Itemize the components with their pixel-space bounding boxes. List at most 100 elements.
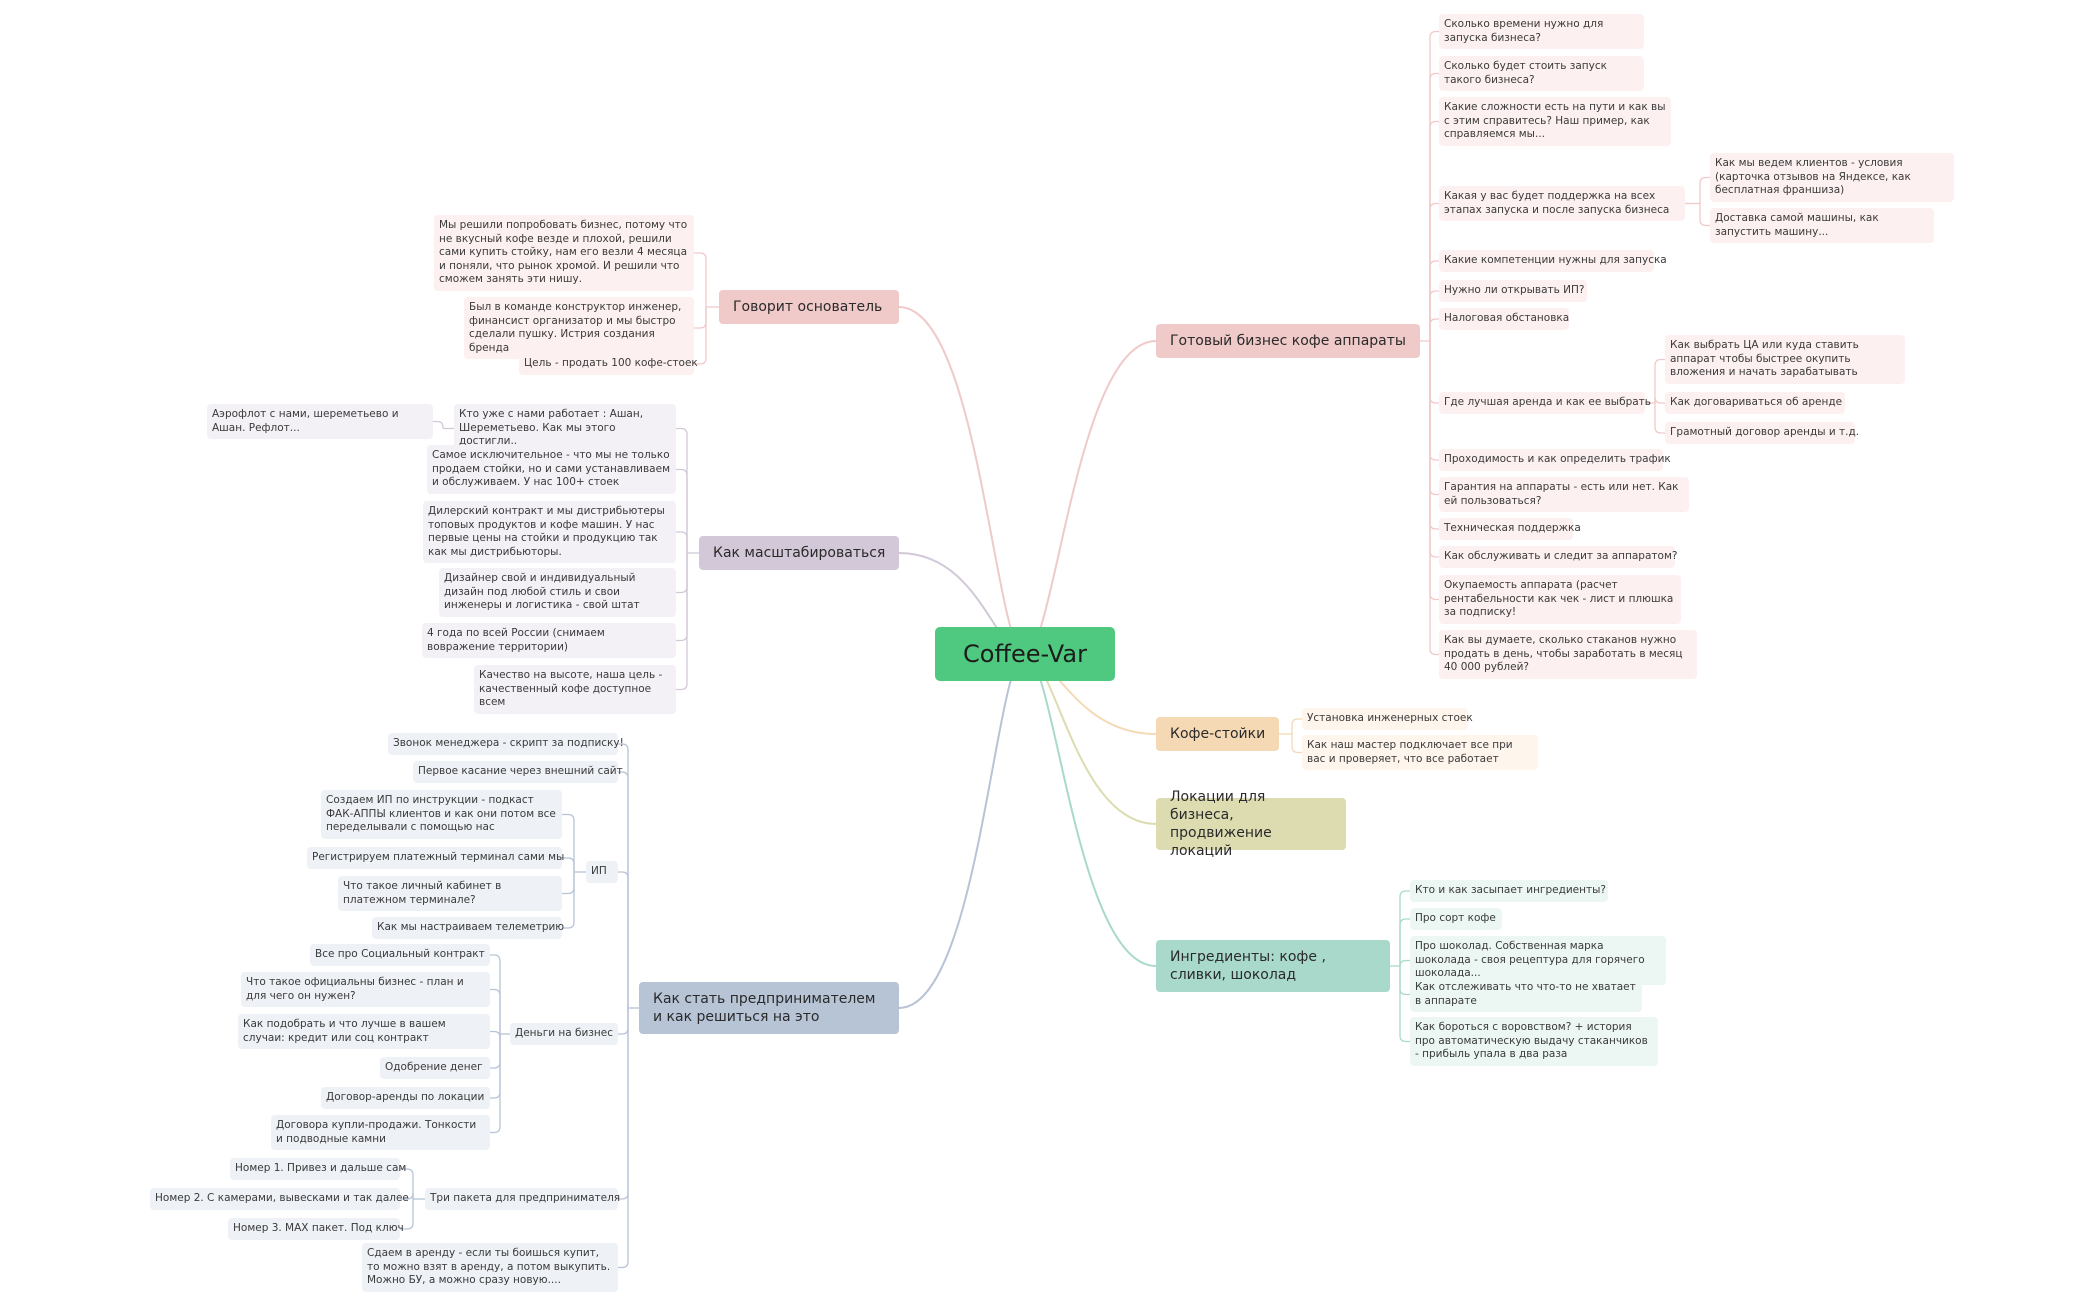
connector (1429, 341, 1439, 558)
money-item[interactable]: Одобрение денег (380, 1057, 490, 1079)
connector (1399, 959, 1410, 967)
branch-business[interactable]: Готовый бизнес кофе аппараты (1156, 324, 1420, 358)
business-item[interactable]: Какие сложности есть на пути и как вы с … (1439, 97, 1671, 146)
connector (490, 1034, 501, 1069)
business-item[interactable]: Как обслуживать и следит за аппаратом? (1439, 546, 1677, 568)
scale-item[interactable]: Дизайнер свой и индивидуальный дизайн по… (439, 568, 676, 617)
connector (1024, 340, 1157, 655)
connector (694, 307, 707, 365)
ip-item[interactable]: Регистрируем платежный терминал сами мы (307, 847, 564, 869)
money-item[interactable]: Договор-аренды по локации (321, 1087, 490, 1109)
stands-item[interactable]: Установка инженерных стоек (1302, 708, 1473, 730)
connector (400, 1199, 414, 1230)
scale-item[interactable]: 4 года по всей России (снимаем вовражени… (422, 623, 676, 658)
entrepreneur-item[interactable]: Звонок менеджера - скрипт за подписку! (388, 733, 624, 755)
branch-scale[interactable]: Как масштабироваться (699, 536, 899, 570)
business-item[interactable]: Где лучшая аренда и как ее выбрать (1439, 392, 1651, 414)
ip-label[interactable]: ИП (586, 861, 618, 883)
business-item[interactable]: Налоговая обстановка (1439, 308, 1569, 330)
stands-item[interactable]: Как наш мастер подключает все при вас и … (1302, 735, 1538, 770)
connector (562, 813, 575, 872)
business-item[interactable]: Какие компетенции нужны для запуска (1439, 250, 1667, 272)
connector (898, 306, 1026, 655)
connector (618, 771, 629, 1008)
connector (618, 743, 629, 1008)
rent-detail-item[interactable]: Грамотный договор аренды и т.д. (1665, 422, 1859, 444)
scale-item[interactable]: Дилерский контракт и мы дистрибьютеры то… (423, 501, 676, 563)
founder-item[interactable]: Цель - продать 100 кофе-стоек (519, 353, 698, 375)
connector (400, 1168, 414, 1199)
business-item[interactable]: Сколько времени нужно для запуска бизнес… (1439, 14, 1644, 49)
connector (618, 1008, 629, 1035)
connector (400, 1192, 414, 1200)
connector (1399, 966, 1410, 996)
connector (1024, 653, 1157, 967)
money-item[interactable]: Как подобрать и что лучше в вашем случаи… (238, 1014, 490, 1049)
connector (490, 1034, 501, 1134)
rent-detail-item[interactable]: Как выбрать ЦА или куда ставить аппарат … (1665, 335, 1905, 384)
connector (1429, 120, 1439, 341)
branch-entrepreneur[interactable]: Как стать предпринимателем и как решитьс… (639, 982, 899, 1034)
scale-item[interactable]: Самое исключительное - что мы не только … (427, 445, 676, 494)
business-item[interactable]: Нужно ли открывать ИП? (1439, 280, 1587, 302)
support-item[interactable]: Как мы ведем клиентов - условия (карточк… (1710, 153, 1954, 202)
scale-item[interactable]: Кто уже с нами работает : Ашан, Шереметь… (454, 404, 676, 453)
scale-item[interactable]: Качество на высоте, наша цель - качестве… (474, 665, 676, 714)
connector (898, 653, 1026, 1009)
connector (676, 553, 688, 594)
branch-coffee-stands[interactable]: Кофе-стойки (1156, 717, 1279, 751)
rent-item[interactable]: Сдаем в аренду - если ты боишься купит, … (362, 1243, 618, 1292)
branch-founder[interactable]: Говорит основатель (719, 290, 899, 324)
connector (1429, 318, 1439, 341)
ingredients-item[interactable]: Про шоколад. Собственная марка шоколада … (1410, 936, 1666, 985)
connector (1399, 918, 1410, 966)
money-item[interactable]: Все про Социальный контракт (310, 944, 490, 966)
rent-detail-item[interactable]: Как договариваться об аренде (1665, 392, 1845, 414)
business-item[interactable]: Как вы думаете, сколько стаканов нужно п… (1439, 630, 1697, 679)
connector (1429, 341, 1439, 530)
entrepreneur-item[interactable]: Первое касание через внешний сайт (413, 761, 623, 783)
packages-label[interactable]: Три пакета для предпринимателя (425, 1188, 620, 1210)
connector (618, 1008, 629, 1200)
money-item[interactable]: Договора купли-продажи. Тонкости и подво… (271, 1115, 490, 1150)
founder-item[interactable]: Был в команде конструктор инженер, финан… (464, 297, 694, 359)
connector (562, 857, 575, 872)
connector (433, 420, 444, 429)
ip-item[interactable]: Создаем ИП по инструкции - подкаст ФАК-А… (321, 790, 562, 839)
connector (490, 954, 501, 1034)
connector (676, 427, 688, 553)
ingredients-item[interactable]: Кто и как засыпает ингредиенты? (1410, 880, 1608, 902)
business-item[interactable]: Техническая поддержка (1439, 518, 1581, 540)
ip-item[interactable]: Что такое личный кабинет в платежном тер… (338, 876, 562, 911)
connector (1429, 341, 1439, 601)
connector (1654, 358, 1665, 403)
business-item[interactable]: Гарантия на аппараты - есть или нет. Как… (1439, 477, 1689, 512)
branch-ingredients[interactable]: Ингредиенты: кофе , сливки, шоколад (1156, 940, 1390, 992)
connector (490, 988, 501, 1034)
scale-subitem[interactable]: Аэрофлот с нами, шереметьево и Ашан. Реф… (207, 404, 433, 439)
business-item[interactable]: Окупаемость аппарата (расчет рентабельно… (1439, 575, 1681, 624)
business-item[interactable]: Проходимость и как определить трафик (1439, 449, 1671, 471)
connector (562, 872, 575, 929)
founder-item[interactable]: Мы решили попробовать бизнес, потому что… (434, 215, 694, 291)
money-item[interactable]: Что такое официальны бизнес - план и для… (241, 972, 490, 1007)
connector (694, 307, 707, 329)
business-item[interactable]: Какая у вас будет поддержка на всех этап… (1439, 186, 1685, 221)
ingredients-item[interactable]: Про сорт кофе (1410, 908, 1502, 930)
connector (1699, 203, 1710, 227)
business-item[interactable]: Сколько будет стоить запуск такого бизне… (1439, 56, 1644, 91)
package-item[interactable]: Номер 3. MAX пакет. Под ключ (228, 1218, 404, 1240)
connector (676, 553, 688, 691)
connector (1291, 718, 1302, 734)
ingredients-item[interactable]: Как отслеживать что что-то не хватает в … (1410, 977, 1642, 1012)
money-label[interactable]: Деньги на бизнес (510, 1023, 618, 1045)
central-topic[interactable]: Coffee-Var (935, 627, 1115, 681)
connector (1429, 341, 1439, 496)
ingredients-item[interactable]: Как бороться с воровством? + история про… (1410, 1017, 1658, 1066)
package-item[interactable]: Номер 2. С камерами, вывесками и так дал… (150, 1188, 409, 1210)
support-item[interactable]: Доставка самой машины, как запустить маш… (1710, 208, 1934, 243)
branch-locations[interactable]: Локации для бизнеса, продвижение локаций (1156, 789, 1346, 859)
connector (1399, 966, 1410, 1043)
package-item[interactable]: Номер 1. Привез и дальше сам (230, 1158, 406, 1180)
ip-item[interactable]: Как мы настраиваем телеметрию (372, 917, 564, 939)
